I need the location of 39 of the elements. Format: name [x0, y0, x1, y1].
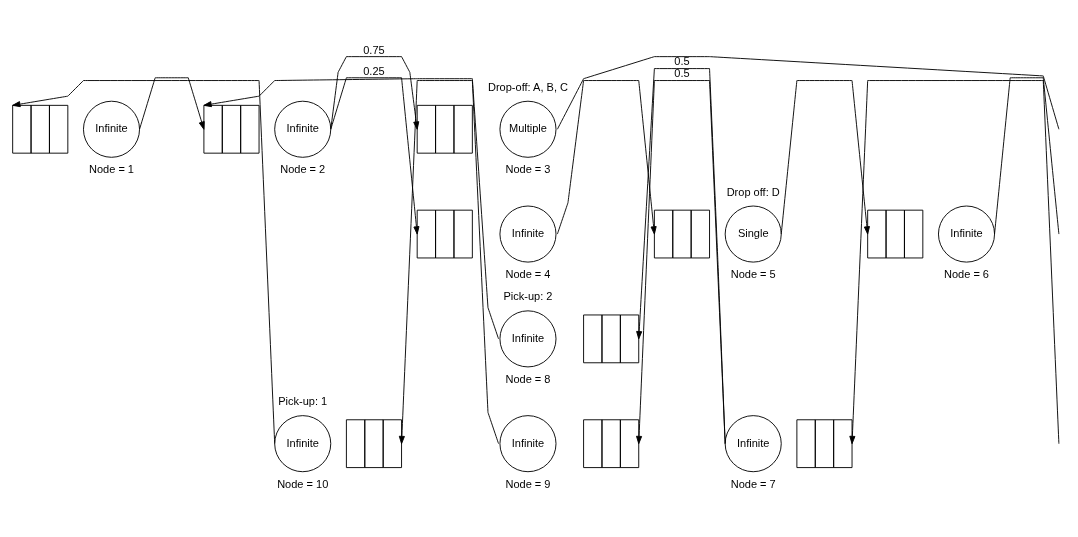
node-label: Node = 9 — [505, 477, 551, 490]
arrow — [203, 77, 499, 339]
node-label: Node = 8 — [505, 372, 551, 385]
node-label: Pick-up: 1 — [278, 394, 328, 407]
node-label: Node = 7 — [730, 477, 776, 490]
node-label: Node = 3 — [505, 162, 551, 175]
node-circle: Infinite — [499, 205, 557, 263]
node-circle: Infinite — [83, 100, 140, 158]
edge-label: 0.5 — [674, 54, 690, 67]
node-circle: Infinite — [274, 100, 332, 158]
arrow — [398, 79, 499, 444]
arrow — [780, 79, 870, 234]
arrow — [139, 76, 205, 130]
edge-label: 0.25 — [363, 64, 385, 77]
node-label: Node = 4 — [505, 267, 551, 280]
edge-label: 0.5 — [674, 66, 690, 79]
node-circle: Infinite — [938, 205, 995, 263]
arrow — [12, 79, 276, 444]
connector — [556, 55, 1060, 130]
node-label: Node = 2 — [280, 162, 326, 175]
connector — [994, 76, 1060, 234]
node-label: Drop off: D — [726, 185, 780, 198]
arrow — [330, 76, 420, 234]
arrow — [330, 55, 420, 130]
node-label: Node = 5 — [730, 267, 776, 280]
node-circle: Infinite — [499, 414, 557, 472]
arrow — [849, 79, 1060, 444]
node-circle: Infinite — [499, 309, 557, 367]
node-label: Pick-up: 2 — [503, 289, 553, 302]
edge-label: 0.75 — [363, 43, 385, 55]
node-label: Node = 1 — [88, 162, 135, 175]
node-circle: Infinite — [724, 414, 782, 472]
node-circle: Single — [724, 205, 782, 263]
node-circle: Multiple — [499, 100, 557, 158]
node-circle: Infinite — [274, 414, 332, 472]
node-label: Node = 6 — [943, 267, 990, 280]
arrow — [556, 79, 657, 234]
node-label: Drop-off: A, B, C — [487, 80, 568, 93]
node-label: Node = 10 — [277, 477, 329, 490]
